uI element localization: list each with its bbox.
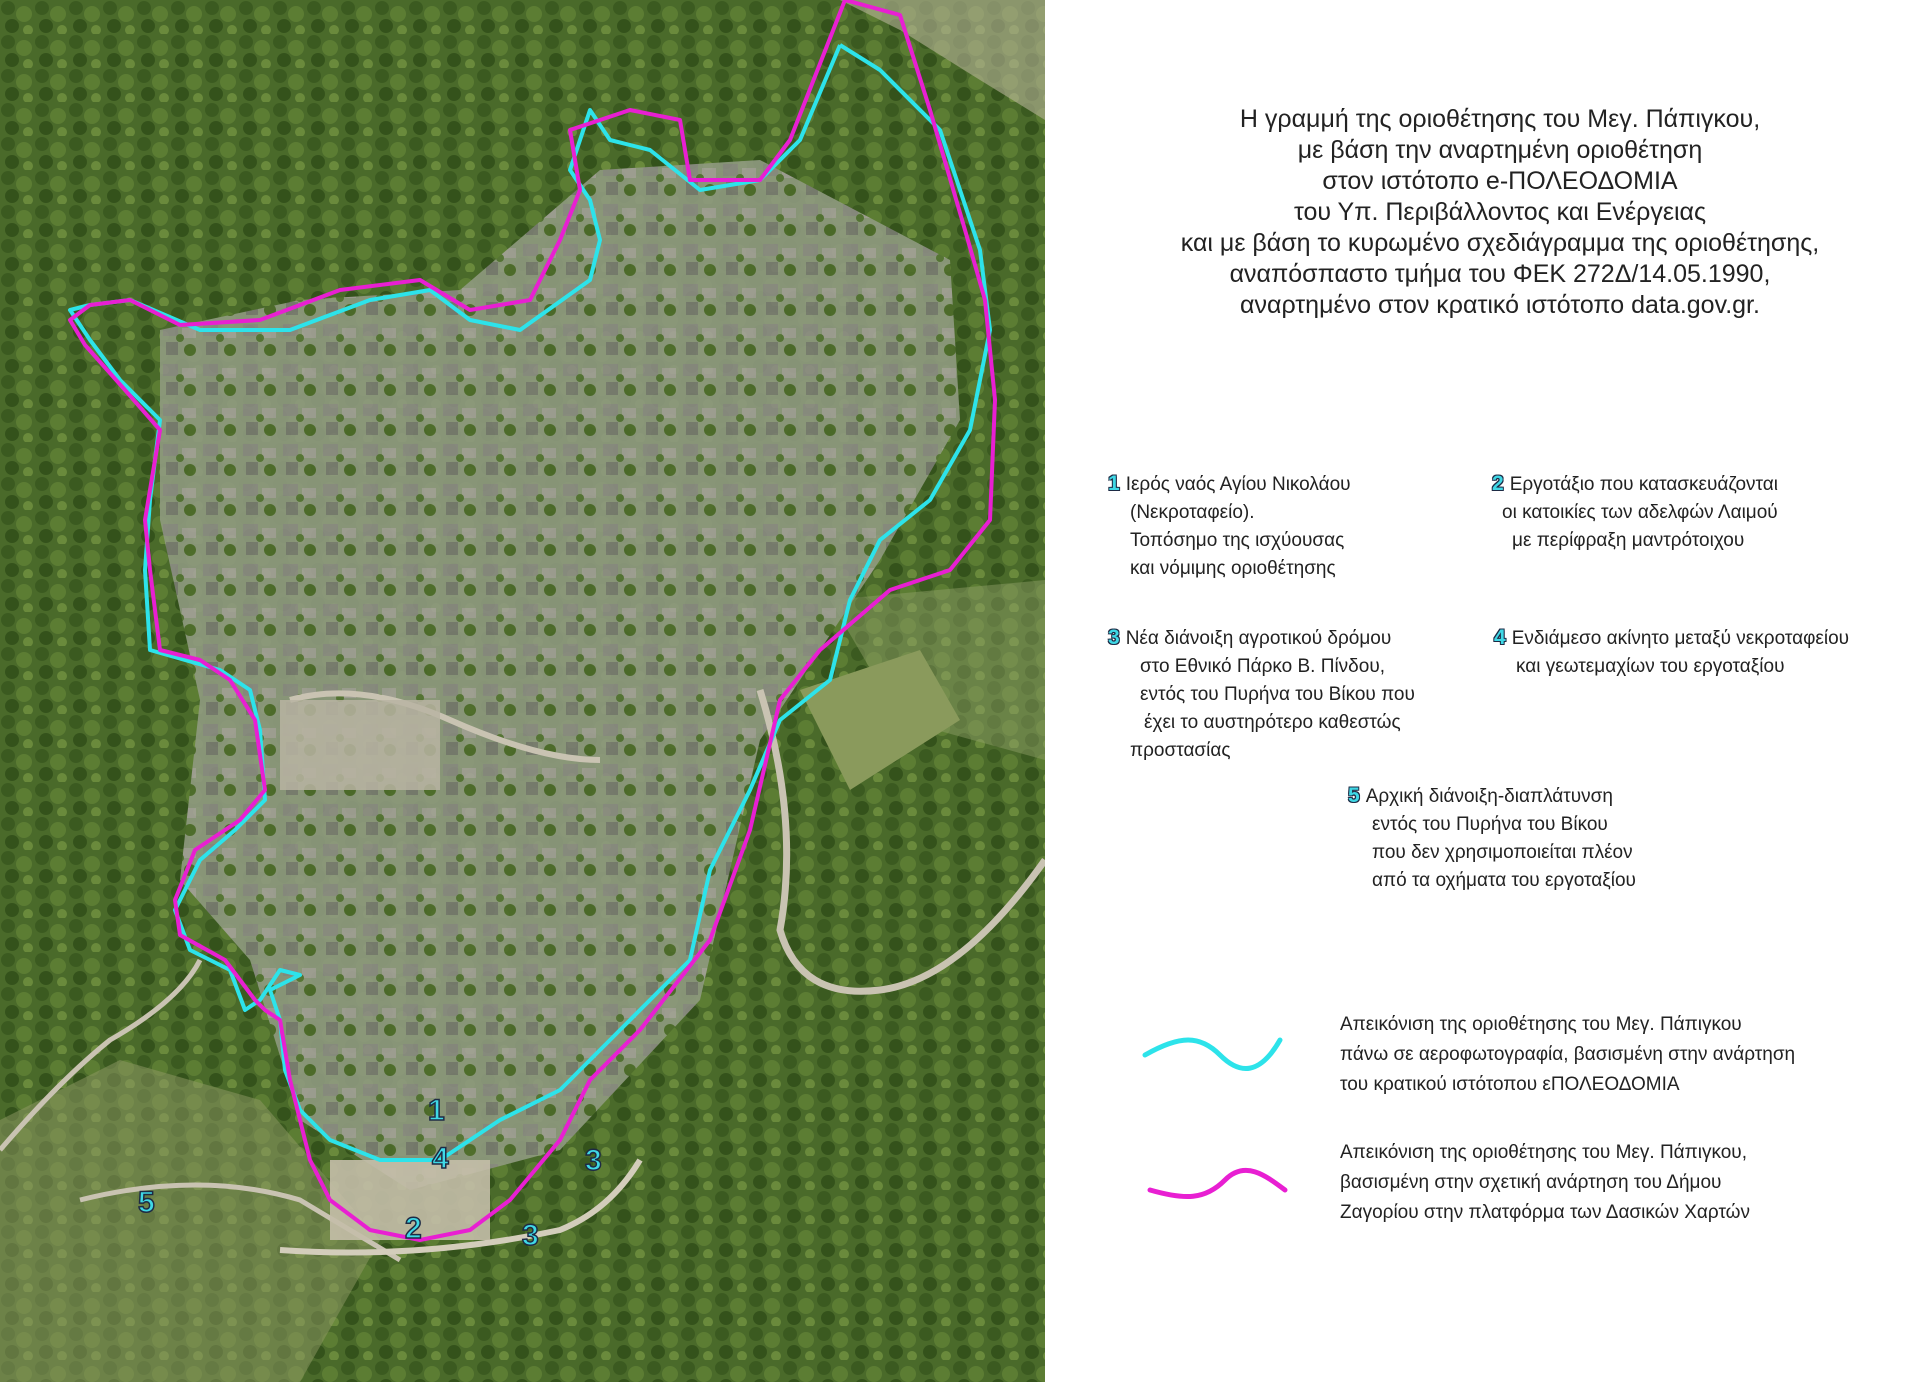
legend-text: και νόμιμης οριοθέτησης [1130, 558, 1336, 579]
title-line: Η γραμμή της οριοθέτησης του Μεγ. Πάπιγκ… [1239, 105, 1761, 133]
magenta-line-swatch [1147, 1167, 1288, 1200]
title-line: και με βάση το κυρωμένο σχεδιάγραμμα της… [1180, 229, 1820, 257]
map-marker-1: 1 [428, 1094, 445, 1127]
map-marker-3b: 3 [522, 1219, 539, 1252]
legend-text: Νέα διάνοιξη αγροτικού δρόμου [1125, 628, 1392, 649]
legend-number: 5 [1348, 784, 1360, 807]
legend-text: Ιερός ναός Αγίου Νικολάου [1125, 474, 1351, 495]
legend-number: 1 [1108, 472, 1120, 495]
map-marker-4: 4 [432, 1142, 449, 1175]
legend-number: 4 [1494, 626, 1506, 649]
title-line: του Υπ. Περιβάλλοντος και Ενέργειας [1293, 198, 1707, 226]
title-line: αναπόσπαστο τμήμα του ΦΕΚ 272Δ/14.05.199… [1229, 260, 1771, 288]
map-marker-5: 5 [138, 1186, 155, 1219]
title-line: στον ιστότοπο e-ΠΟΛΕΟΔΟΜΙΑ [1322, 167, 1678, 195]
legend-text: του κρατικού ιστότοπου εΠΟΛΕΟΔΟΜΙΑ [1340, 1074, 1680, 1095]
legend-text: πάνω σε αεροφωτογραφία, βασισμένη στην α… [1340, 1044, 1796, 1065]
legend-text: Αρχική διάνοιξη-διαπλάτυνση [1365, 786, 1613, 807]
legend-text: στο Εθνικό Πάρκο Β. Πίνδου, [1140, 656, 1385, 677]
legend-text: Εργοτάξιο που κατασκευάζονται [1509, 474, 1778, 495]
legend-text: εντός του Πυρήνα του Βίκου [1372, 814, 1608, 835]
legend-text: προστασίας [1130, 740, 1231, 761]
magenta-line-legend: Απεικόνιση της οριοθέτησης του Μεγ. Πάπι… [1340, 1138, 1750, 1228]
map-marker-2: 2 [405, 1212, 422, 1245]
legend-text: (Νεκροταφείο). [1130, 502, 1255, 523]
magenta-boundary-line [68, 0, 997, 1242]
legend-text: έχει το αυστηρότερο καθεστώς [1144, 712, 1401, 733]
legend-text: Ζαγορίου στην πλατφόρμα των Δασικών Χαρτ… [1340, 1202, 1751, 1223]
legend-text: με περίφραξη μαντρότοιχου [1512, 530, 1745, 551]
aerial-map: 1 4 3 2 3 5 [0, 0, 1045, 1382]
legend-text: Τοπόσημο της ισχύουσας [1130, 530, 1345, 551]
title-line: αναρτημένο στον κρατικό ιστότοπο data.go… [1240, 291, 1760, 319]
legend-text: εντός του Πυρήνα του Βίκου που [1140, 684, 1415, 705]
legend-text: Απεικόνιση της οριοθέτησης του Μεγ. Πάπι… [1340, 1014, 1742, 1035]
legend-text: βασισμένη στην σχετική ανάρτηση του Δήμο… [1340, 1172, 1722, 1193]
cyan-line-legend: Απεικόνιση της οριοθέτησης του Μεγ. Πάπι… [1340, 1010, 1795, 1100]
legend-text: Απεικόνιση της οριοθέτησης του Μεγ. Πάπι… [1340, 1142, 1747, 1163]
map-title: Η γραμμή της οριοθέτησης του Μεγ. Πάπιγκ… [1110, 104, 1890, 321]
legend-text: οι κατοικίες των αδελφών Λαιμού [1502, 502, 1778, 523]
map-marker-3a: 3 [585, 1144, 602, 1177]
legend-text: και γεωτεμαχίων του εργοταξίου [1516, 656, 1785, 677]
legend-number: 2 [1492, 472, 1504, 495]
legend-text: Ενδιάμεσο ακίνητο μεταξύ νεκροταφείου [1511, 628, 1850, 649]
title-line: με βάση την αναρτημένη οριοθέτηση [1297, 136, 1703, 164]
legend-text: που δεν χρησιμοποιείται πλέον [1372, 842, 1633, 863]
cyan-line-swatch [1142, 1037, 1283, 1071]
legend-number: 3 [1108, 626, 1120, 649]
legend-text: από τα οχήματα του εργοταξίου [1372, 870, 1636, 891]
